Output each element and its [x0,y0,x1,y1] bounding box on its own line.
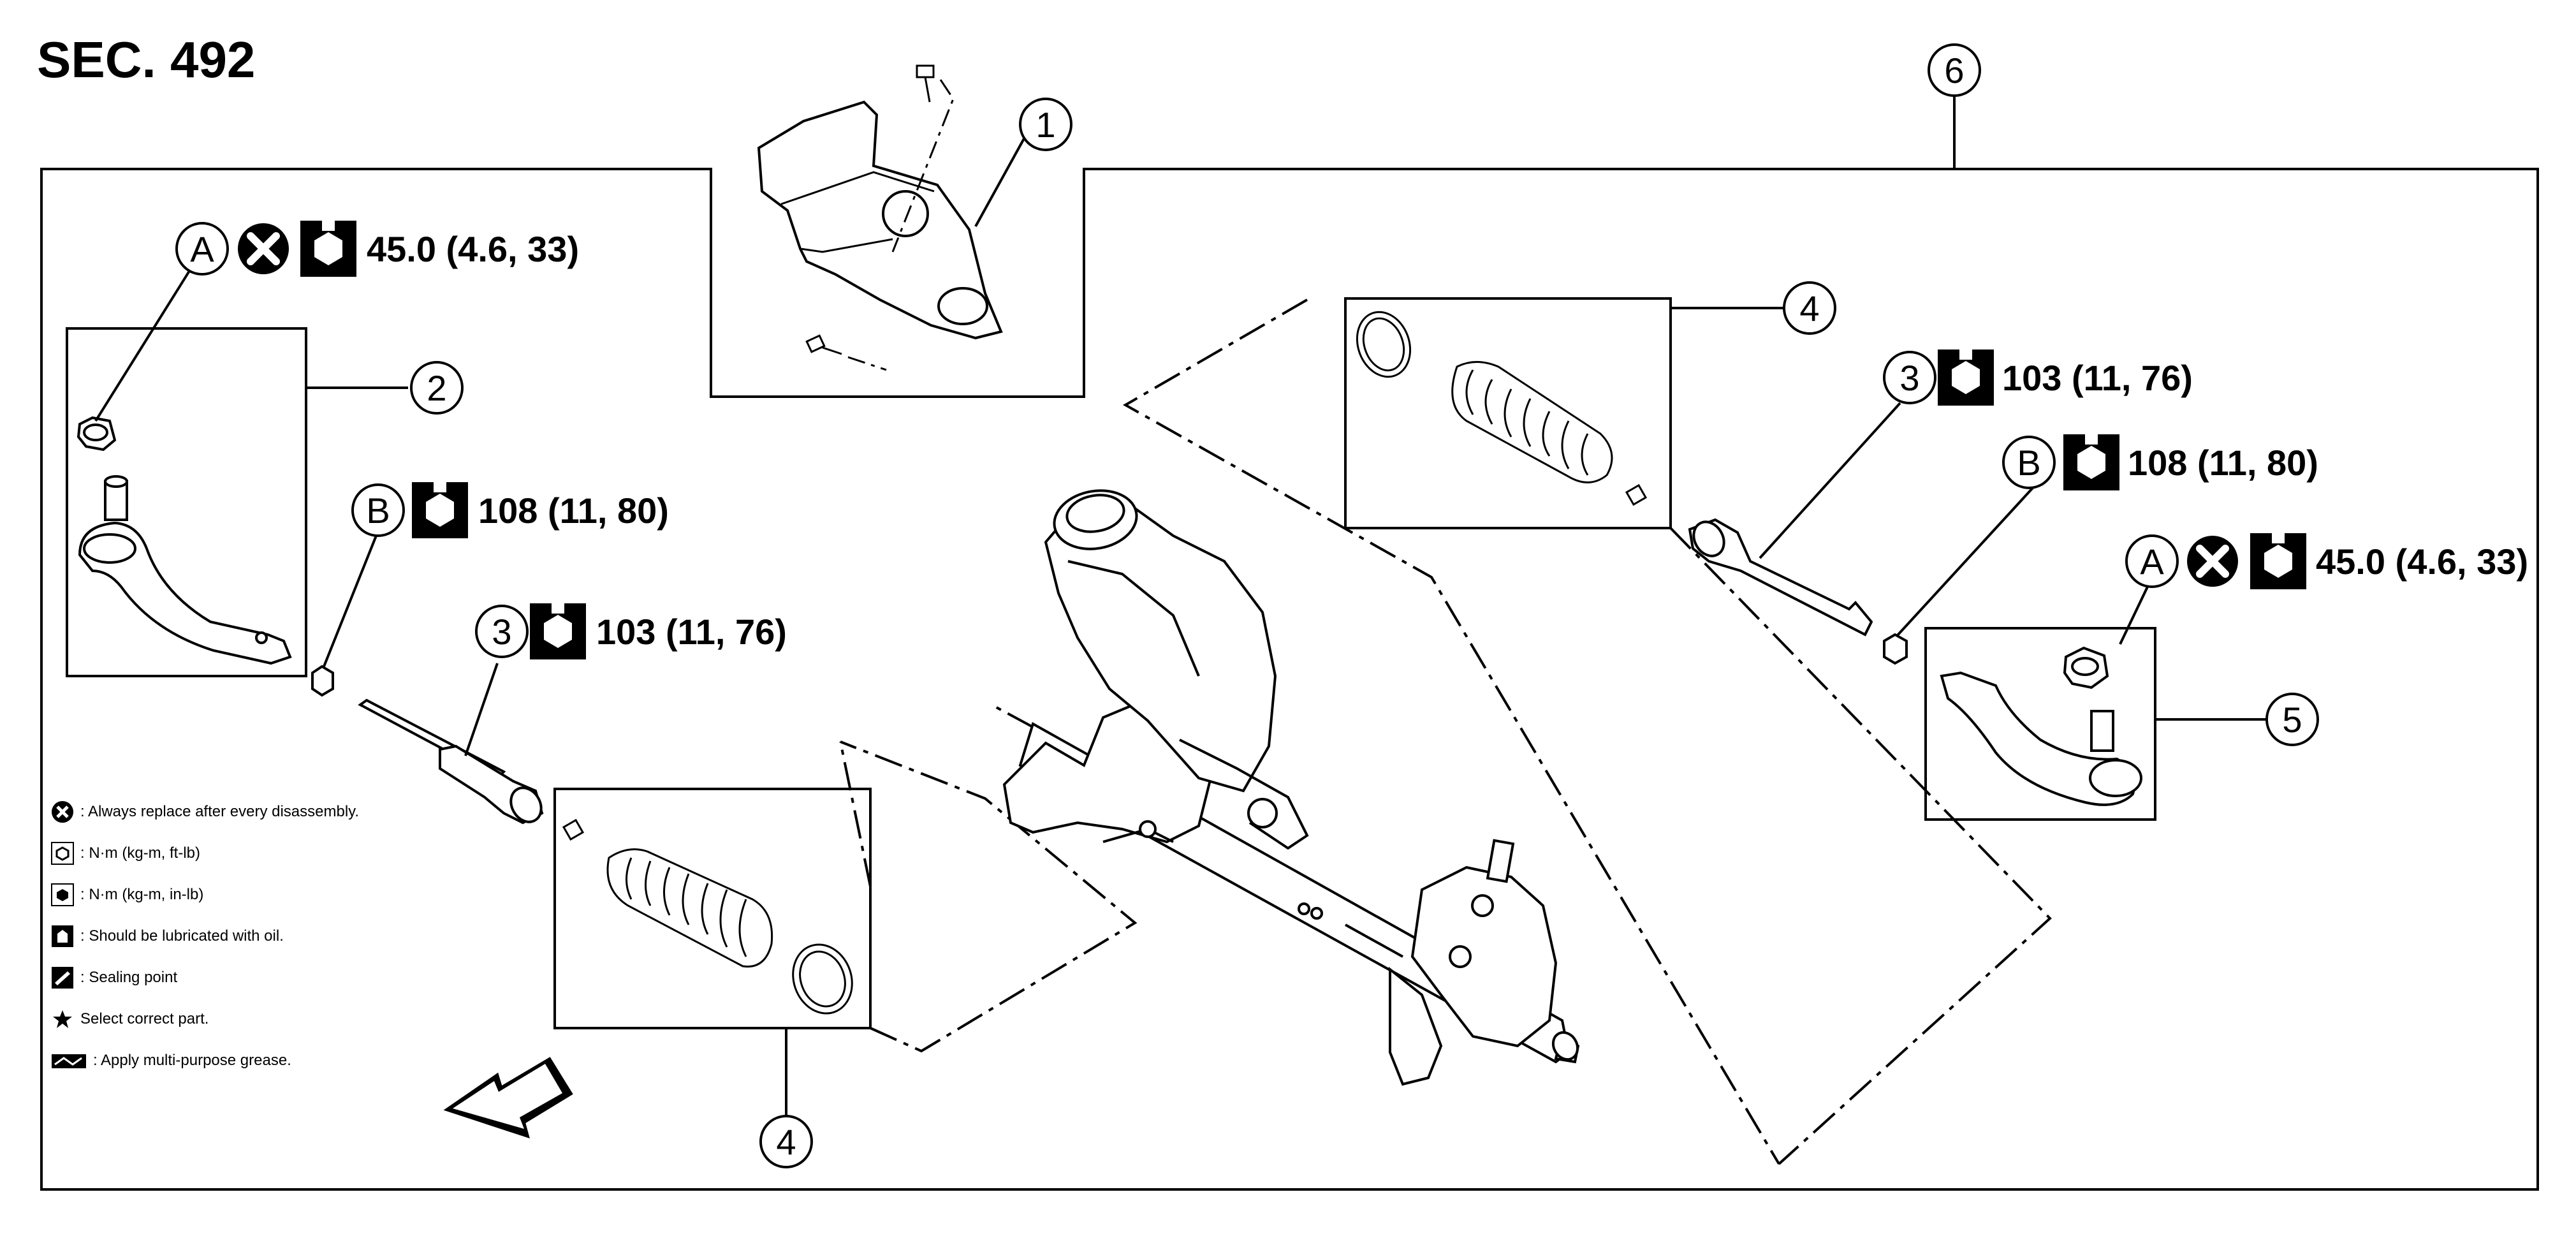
torque-wrench-icon [1938,344,1994,406]
legend-text: : N·m (kg-m, ft-lb) [80,844,200,862]
ref-b-left-circle [351,483,405,537]
boot-lh-part [562,818,853,1015]
torque-wrench-icon [2063,429,2119,490]
callout-4-right-label: 4 [1799,288,1819,328]
callout-leader-b-left [323,535,377,667]
callout-3-left-label: 3 [492,612,511,652]
torque-wrench-icon [300,216,356,277]
callout-5-label: 5 [2282,700,2302,740]
torque-a-right: 45.0 (4.6, 33) [2316,541,2528,582]
torque-3-left: 103 (11, 76) [596,612,787,652]
column-cover-part [757,100,1003,340]
callout-leader-1 [974,133,1028,227]
tie-rod-end-box-lh [66,327,307,677]
callout-6-label: 6 [1944,50,1964,91]
legend-text: : Should be lubricated with oil. [80,927,284,945]
sealing-point-icon [51,966,74,989]
replace-x-icon [238,223,289,274]
legend-row-select: Select correct part. [51,998,459,1040]
symbol-legend: : Always replace after every disassembly… [51,791,459,1081]
legend-text: : N·m (kg-m, in-lb) [80,885,204,903]
steering-gear-part [1002,489,1580,1086]
callout-leader-b-right [1896,478,2042,637]
legend-text: : Sealing point [80,968,178,986]
legend-text: Select correct part. [80,1010,209,1027]
tie-rod-end-box-rh [1924,627,2156,821]
boot-rh-dashed-link [1122,298,2052,1165]
callout-leader-3-left [464,663,499,756]
boot-rh-part [1356,311,1648,506]
callout-3-right [1883,351,1936,404]
oil-can-icon [51,925,74,948]
callout-4-right [1783,281,1836,335]
torque-b-left: 108 (11, 80) [478,490,669,531]
torque-3-right: 103 (11, 76) [2002,358,2193,398]
callout-1 [1019,98,1072,151]
tie-rod-end-rh-part [1940,646,2142,806]
torque-wrench-icon [412,477,468,538]
inner-tie-rod-lh-part [358,698,544,825]
callout-2 [410,361,464,415]
callout-3-left [475,605,529,658]
ref-a-right-circle [2125,534,2179,588]
legend-row-grease: : Apply multi-purpose grease. [51,1040,459,1081]
legend-row-sealing: : Sealing point [51,957,459,998]
callout-5 [2265,693,2319,746]
torque-a-left: 45.0 (4.6, 33) [367,229,579,269]
legend-row-oil: : Should be lubricated with oil. [51,915,459,957]
callout-4-left-label: 4 [776,1122,796,1162]
replace-x-icon [2187,536,2238,587]
star-icon [51,1008,74,1031]
ref-b-right-circle [2002,436,2056,489]
boot-box-lh [553,788,872,1029]
replace-x-icon [51,800,74,823]
inner-tie-rod-rh-part [1688,518,1873,636]
legend-row-torque-ftlb: : N·m (kg-m, ft-lb) [51,832,459,874]
torque-wrench-icon [530,598,586,659]
callout-leader-3-right [1759,402,1901,559]
ref-a-right-label: A [2140,541,2164,582]
torque-inlb-icon [51,883,74,906]
cover-bolt-leader [847,79,955,371]
torque-b-right: 108 (11, 80) [2128,443,2318,483]
legend-text: : Always replace after every disassembly… [80,802,360,820]
torque-wrench-icon [2250,528,2306,589]
torque-ftlb-icon [51,841,74,865]
legend-row-replace: : Always replace after every disassembly… [51,791,459,832]
callout-2-label: 2 [427,368,446,408]
ref-b-right-label: B [2017,443,2040,483]
legend-row-torque-inlb: : N·m (kg-m, in-lb) [51,874,459,915]
lock-nut-lh-part [311,665,334,697]
ref-a-left-label: A [190,229,214,269]
callout-6 [1928,43,1981,97]
legend-text: : Apply multi-purpose grease. [93,1051,291,1069]
boot-box-rh [1344,297,1672,529]
lock-nut-rh-part [1883,633,1908,665]
grease-icon [51,1049,87,1072]
callout-4-left [759,1115,813,1168]
callout-leader-a-left [94,267,193,422]
tie-rod-end-lh-part [77,416,292,665]
callout-1-label: 1 [1036,105,1055,145]
callout-3-right-label: 3 [1899,358,1919,398]
ref-b-left-label: B [366,490,390,531]
section-number: SEC. 492 [37,31,256,88]
boot-lh-dashed-link [839,740,1138,1053]
rack-end-lh-dashed [991,703,1034,728]
cover-bolt [805,64,935,355]
ref-a-left-circle [175,222,229,276]
assembly-outline [40,168,2539,1191]
